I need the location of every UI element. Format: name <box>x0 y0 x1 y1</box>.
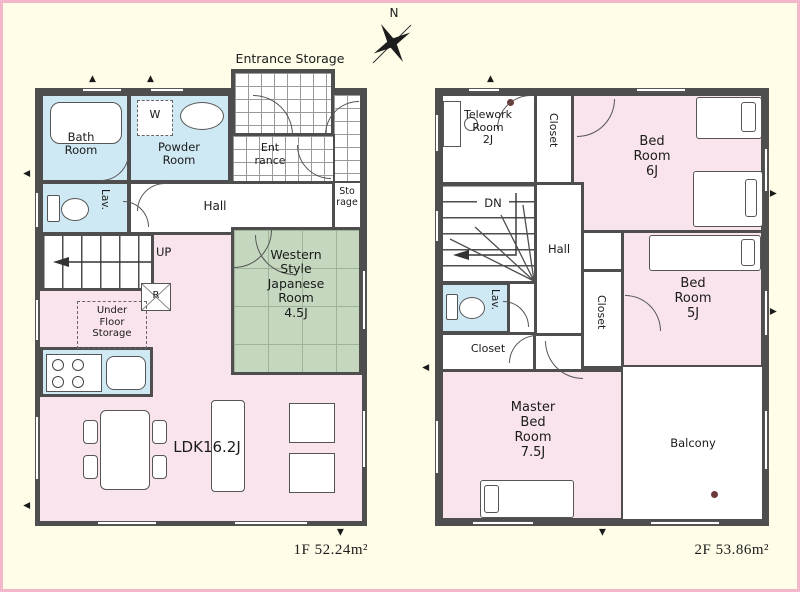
closet-mid-label: Closet <box>595 295 608 330</box>
toilet-tank-icon <box>47 195 60 222</box>
vent-triangle-icon: ▲ <box>147 74 154 84</box>
underfloor-storage-box <box>77 301 147 349</box>
window-marker <box>469 88 499 93</box>
vent-triangle-icon: ▲ <box>89 74 96 84</box>
sofa-icon <box>211 400 245 492</box>
entrance-storage-label: Entrance Storage <box>235 51 345 66</box>
burner-icon <box>52 376 64 388</box>
sink-icon <box>106 356 146 390</box>
pillow-icon <box>741 239 755 266</box>
column-dot-icon <box>711 491 718 498</box>
window-marker <box>362 411 367 467</box>
vent-triangle-icon: ▲ <box>21 170 32 177</box>
desk-icon <box>443 101 461 147</box>
vent-triangle-icon: ▲ <box>767 308 778 315</box>
hall-2f <box>534 182 584 336</box>
vent-triangle-icon: ▲ <box>487 74 494 84</box>
dn-label: DN <box>477 196 509 211</box>
floor1-area-label: 1F 52.24m² <box>293 542 368 558</box>
window-marker <box>637 88 685 93</box>
window-marker <box>151 88 183 93</box>
basin-icon <box>180 102 224 130</box>
pillow-icon <box>741 102 756 132</box>
side-table-icon <box>289 403 335 443</box>
closet-top-label: Closet <box>547 113 560 148</box>
window-marker <box>435 211 440 241</box>
toilet-bowl-icon <box>459 297 485 319</box>
chair-icon <box>152 455 167 479</box>
dining-table-icon <box>100 410 150 490</box>
washing-machine-label: W <box>149 108 161 121</box>
bedroom-5j-label: Bed Room 5J <box>674 276 712 321</box>
hall-2f-label: Hall <box>547 242 571 256</box>
japanese-room-label: Western Style Japanese Room 4.5J <box>267 247 325 320</box>
toilet-bowl-icon <box>61 198 89 221</box>
washing-machine-icon <box>137 100 173 136</box>
window-marker <box>35 417 40 479</box>
vent-triangle-icon: ▲ <box>420 364 431 371</box>
window-marker <box>98 521 156 526</box>
window-marker <box>764 411 769 469</box>
side-table-icon <box>289 453 335 493</box>
japanese-room <box>231 227 362 375</box>
window-marker <box>473 521 533 526</box>
burner-icon <box>72 359 84 371</box>
compass-n-label: N <box>389 6 399 20</box>
desk-chair-icon <box>464 117 478 131</box>
closet-bottom-label: Closet <box>470 342 506 355</box>
master-bedroom-label: Master Bed Room 7.5J <box>510 400 556 460</box>
powder-room-label: Powder Room <box>157 140 201 168</box>
ldk-label: LDK16.2J <box>173 438 241 456</box>
window-marker <box>362 271 367 329</box>
telework-room-label: Telework Room 2J <box>463 108 513 147</box>
burner-icon <box>72 376 84 388</box>
vent-triangle-icon: ▲ <box>337 527 344 537</box>
window-marker <box>435 421 440 473</box>
pillow-icon <box>745 179 757 217</box>
window-marker <box>83 88 121 93</box>
chair-icon <box>83 455 98 479</box>
refrigerator-label: R <box>152 290 160 301</box>
floor2-area-label: 2F 53.86m² <box>694 542 769 558</box>
vent-triangle-icon: ▲ <box>767 190 778 197</box>
window-marker <box>35 300 40 340</box>
chair-icon <box>83 420 98 444</box>
window-marker <box>651 521 719 526</box>
lav-2f-label: Lav. <box>489 289 501 311</box>
balcony <box>621 365 764 521</box>
compass-icon <box>372 23 412 64</box>
bathtub-icon <box>50 102 122 144</box>
window-marker <box>764 291 769 335</box>
bedroom-6j-label: Bed Room 6J <box>633 134 671 179</box>
entrance-label: Ent rance <box>254 141 286 167</box>
window-marker <box>35 193 40 227</box>
window-marker <box>235 521 307 526</box>
bath-room-label: Bath Room <box>64 130 98 158</box>
pillow-icon <box>484 485 499 513</box>
window-marker <box>764 149 769 191</box>
storage-label: Sto rage <box>336 186 358 208</box>
chair-icon <box>152 420 167 444</box>
vent-triangle-icon: ▲ <box>599 527 606 537</box>
stairs-up <box>40 233 154 291</box>
up-label: UP <box>156 245 172 259</box>
lav-1f-label: Lav. <box>99 189 111 211</box>
vent-triangle-icon: ▲ <box>21 502 32 509</box>
hall-1f-label: Hall <box>203 199 227 213</box>
toilet-tank-icon <box>446 294 458 320</box>
window-marker <box>435 115 440 151</box>
burner-icon <box>52 359 64 371</box>
balcony-label: Balcony <box>670 436 716 450</box>
underfloor-storage-label: Under Floor Storage <box>92 305 132 339</box>
